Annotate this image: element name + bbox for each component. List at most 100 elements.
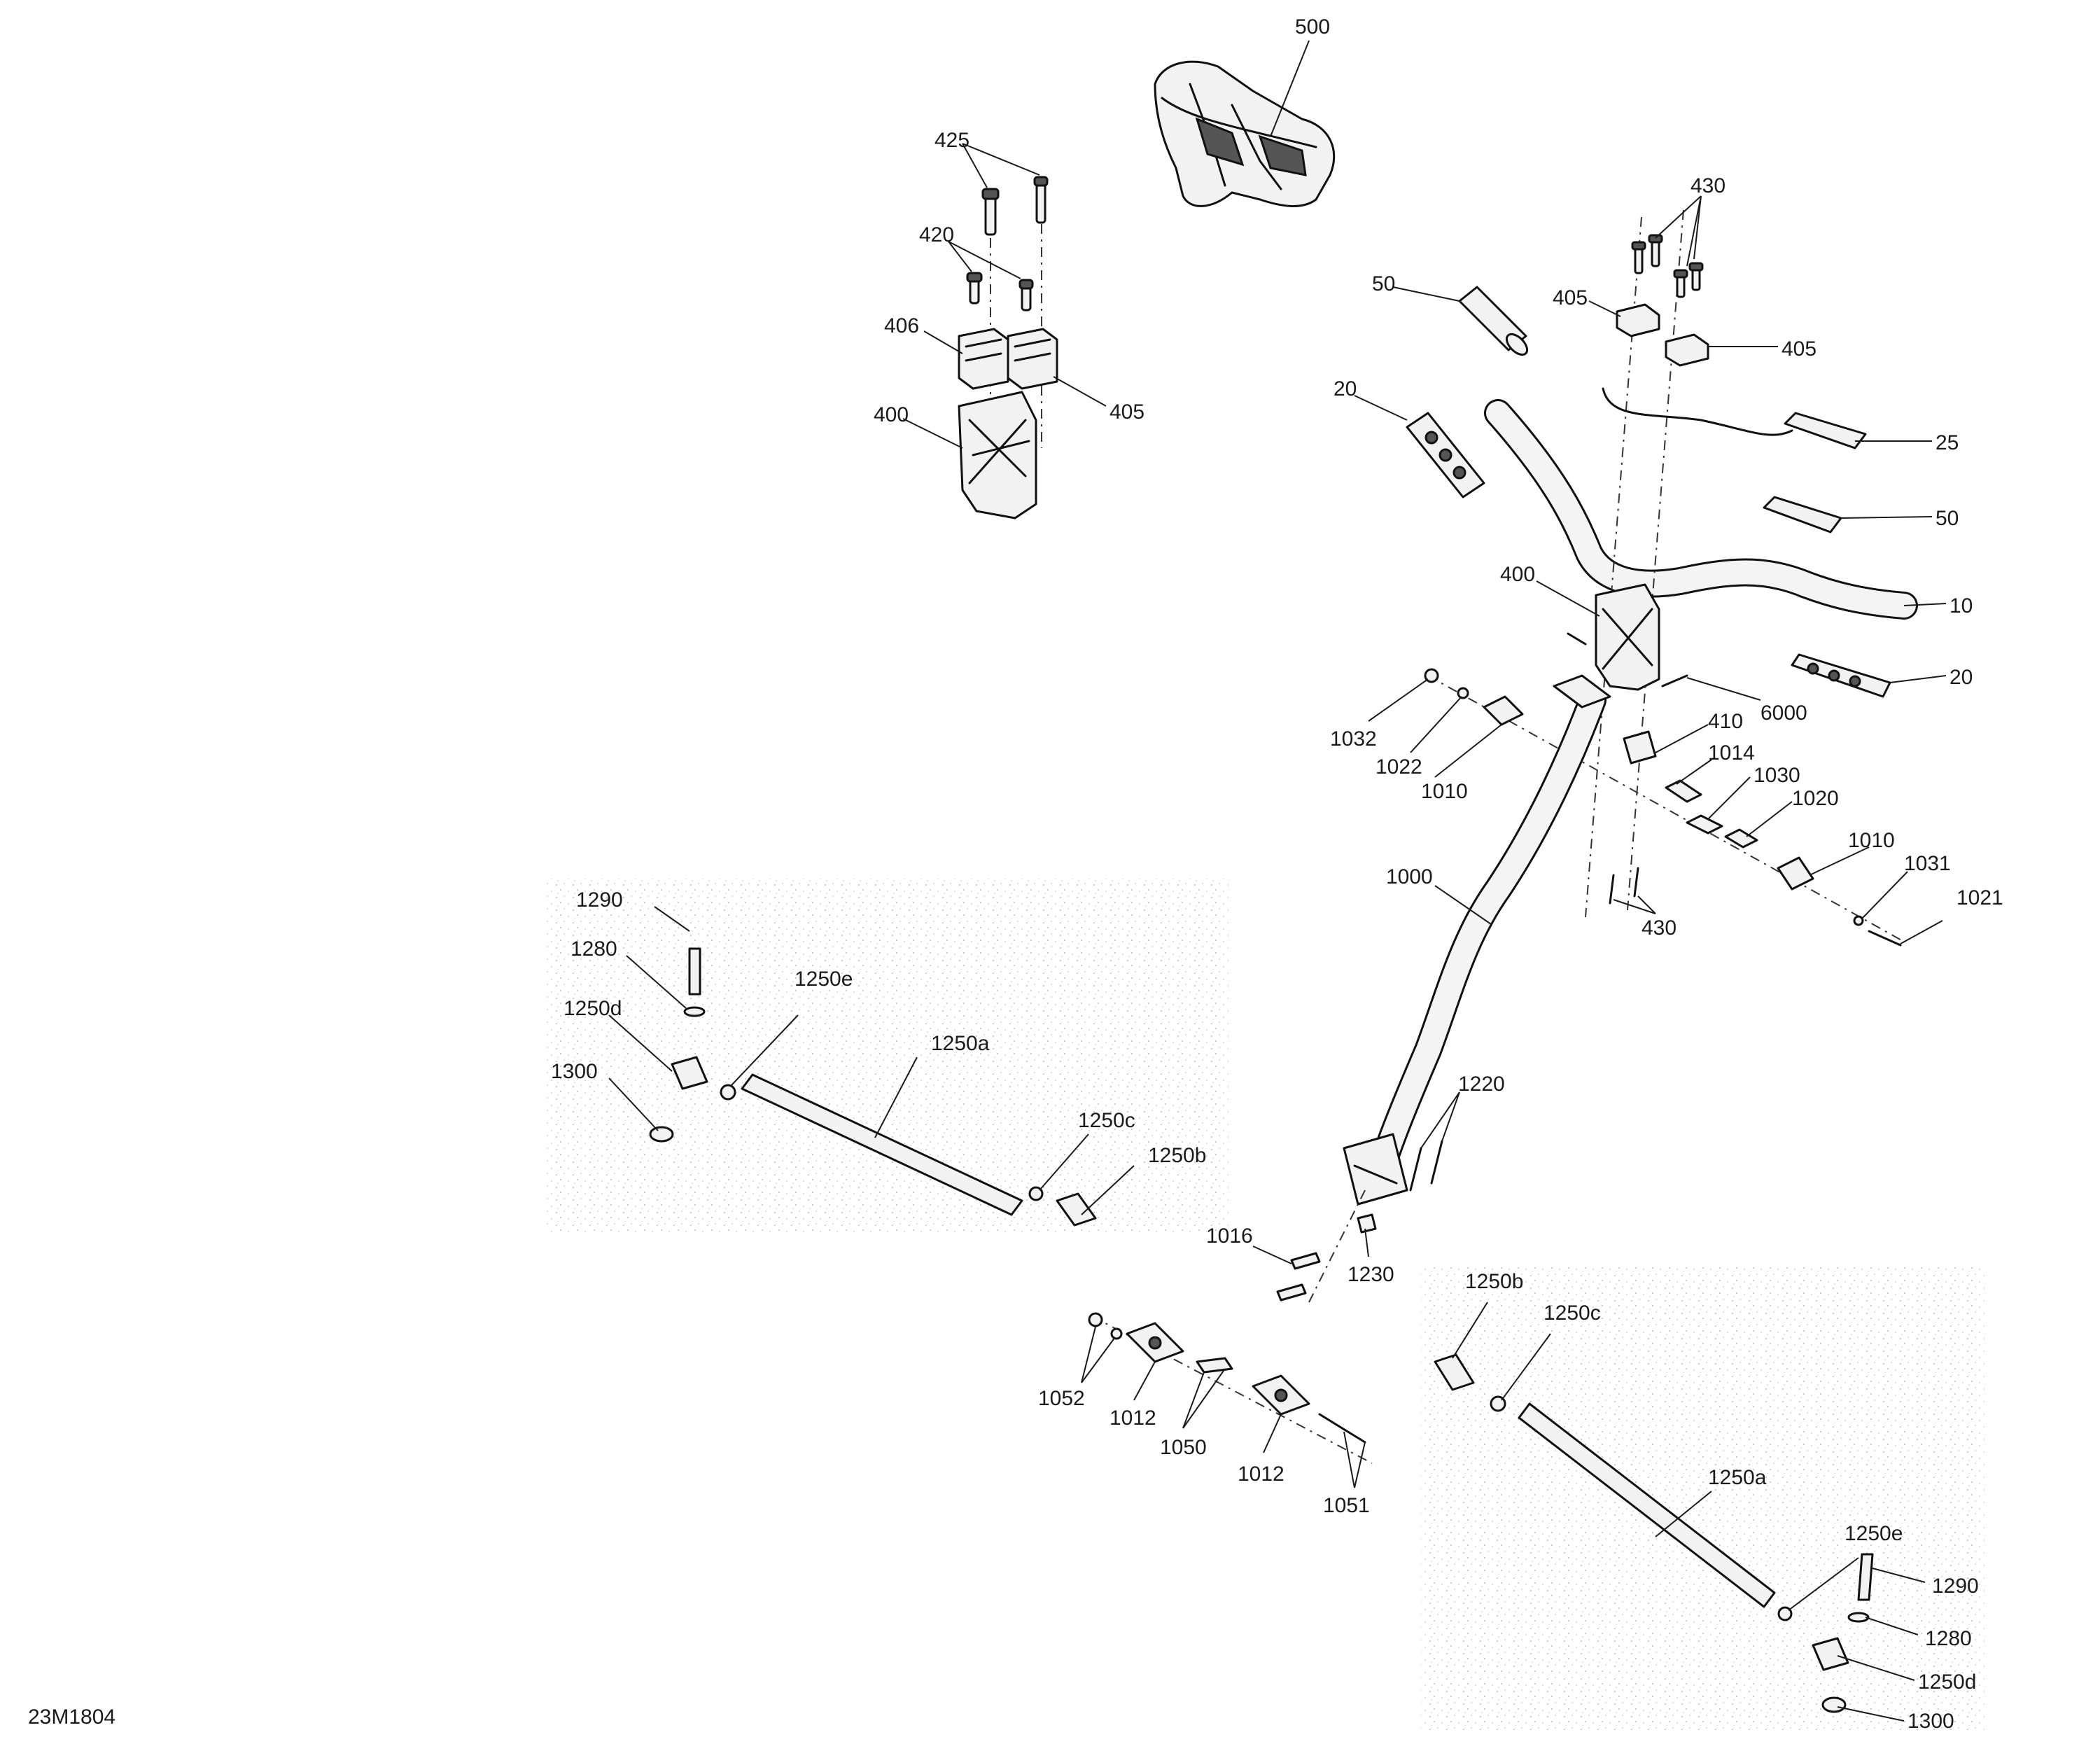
callout-425: 425 <box>934 129 969 152</box>
rod-end-1250b-right <box>1434 1353 1475 1391</box>
washer-1280-right <box>1847 1612 1870 1623</box>
screw-6000 <box>1661 674 1688 688</box>
callout-1250b-left: 1250b <box>1148 1144 1206 1167</box>
pin-1016-b <box>1276 1283 1307 1302</box>
callout-50-top: 50 <box>1372 272 1395 295</box>
callout-1012-right: 1012 <box>1238 1463 1284 1486</box>
bolt-1220-b <box>1430 1140 1443 1185</box>
callout-25: 25 <box>1935 431 1959 454</box>
callout-10: 10 <box>1949 594 1973 618</box>
callout-1250d-right: 1250d <box>1918 1670 1976 1694</box>
pin-1016-a <box>1290 1252 1321 1270</box>
grip-20-right <box>1791 653 1891 698</box>
callout-500: 500 <box>1295 15 1330 39</box>
callout-406: 406 <box>884 314 919 337</box>
callout-1280-left: 1280 <box>570 937 617 961</box>
bolt-430-top-3 <box>1673 269 1688 298</box>
callout-1250b-right: 1250b <box>1465 1270 1523 1293</box>
washer-1022 <box>1457 687 1469 699</box>
callout-405-mid: 405 <box>1553 286 1588 309</box>
tube-1250a-right <box>1518 1402 1776 1608</box>
block-410 <box>1623 730 1657 765</box>
leader-lines <box>608 40 1947 1722</box>
rod-end-1250d-left <box>671 1056 708 1090</box>
clamp-405-mid <box>1616 303 1660 337</box>
callout-1250a-left: 1250a <box>931 1032 990 1055</box>
bolt-1290-right <box>1857 1553 1874 1601</box>
callout-20-top: 20 <box>1334 377 1357 400</box>
callout-1000: 1000 <box>1386 865 1433 888</box>
bolt-425-right <box>1033 176 1049 224</box>
handlebar-10 <box>1484 399 1918 620</box>
washer-1280-left <box>683 1006 706 1017</box>
link-1012-left <box>1126 1322 1184 1363</box>
callout-410: 410 <box>1708 710 1743 733</box>
callout-420: 420 <box>919 223 954 246</box>
nut-1250e-left <box>720 1084 736 1101</box>
grip-25 <box>1784 412 1867 449</box>
callout-1010-left: 1010 <box>1421 780 1468 803</box>
callout-405-right: 405 <box>1782 337 1816 361</box>
tie-rod-right-assembly <box>1434 1353 1874 1713</box>
callout-20-right: 20 <box>1949 666 1973 689</box>
axis-right-c <box>1427 675 1905 942</box>
nut-1032 <box>1424 668 1439 683</box>
washer-1052-b <box>1110 1327 1123 1340</box>
callout-1032: 1032 <box>1330 727 1377 751</box>
bolt-1290-left <box>688 947 701 996</box>
callout-1250c-right: 1250c <box>1544 1302 1601 1325</box>
callout-1250e-left: 1250e <box>794 968 853 991</box>
callout-1051: 1051 <box>1323 1494 1370 1517</box>
clamp-405-left <box>1007 328 1058 390</box>
spacer-1020 <box>1724 828 1758 849</box>
callout-1014: 1014 <box>1708 741 1755 765</box>
bolt-430-top-4 <box>1688 262 1704 291</box>
bushing-1010-left <box>1483 695 1524 726</box>
bolt-430-top-2 <box>1648 234 1663 267</box>
callout-430-bottom: 430 <box>1642 916 1676 940</box>
callout-1010-right: 1010 <box>1848 829 1895 852</box>
callout-400-left: 400 <box>874 403 909 426</box>
nut-1230 <box>1357 1213 1377 1234</box>
callout-1290-right: 1290 <box>1932 1575 1979 1598</box>
rod-end-1250d-right <box>1812 1637 1849 1671</box>
callout-1031: 1031 <box>1904 852 1951 875</box>
inset-right-background <box>1421 1267 1984 1733</box>
callout-430-top: 430 <box>1690 174 1726 197</box>
callout-1250e-right: 1250e <box>1844 1522 1903 1545</box>
bolt-430-bottom-2 <box>1633 867 1639 898</box>
bolt-425-left <box>981 188 1000 236</box>
nut-1250e-right <box>1777 1606 1793 1621</box>
callout-6000: 6000 <box>1760 702 1807 725</box>
callout-1290-left: 1290 <box>576 888 623 912</box>
tube-1250a-left <box>741 1073 1023 1216</box>
axis-column-bottom <box>1308 1190 1366 1303</box>
bolt-430-bottom-1 <box>1609 874 1615 905</box>
nut-1250c-left <box>1028 1186 1044 1201</box>
grip-20-top <box>1406 412 1485 498</box>
steering-column-1000 <box>1343 674 1611 1206</box>
callout-1030: 1030 <box>1754 764 1800 787</box>
axis-right-b <box>1627 209 1684 911</box>
callout-1052: 1052 <box>1038 1387 1085 1410</box>
callout-1300-left: 1300 <box>551 1060 598 1083</box>
callout-405-left: 405 <box>1110 400 1144 424</box>
heater-cable <box>1602 387 1793 436</box>
document-number: 23M1804 <box>28 1705 115 1729</box>
grip-50-right <box>1763 496 1842 533</box>
callout-1016: 1016 <box>1206 1225 1253 1248</box>
callout-1230: 1230 <box>1348 1263 1394 1286</box>
pin-1014 <box>1665 779 1702 803</box>
rod-1050 <box>1196 1357 1233 1374</box>
bolt-430-top-1 <box>1631 241 1646 274</box>
nut-1300-left <box>649 1126 674 1143</box>
callout-labels: 500 425 420 406 405 400 430 50 405 405 2… <box>551 15 2003 1733</box>
bolt-420-right <box>1018 279 1034 312</box>
callout-1250a-right: 1250a <box>1708 1466 1767 1489</box>
rod-end-1250b-left <box>1056 1192 1097 1227</box>
riser-400-right <box>1595 583 1660 691</box>
callout-1280-right: 1280 <box>1925 1627 1972 1650</box>
callout-1021: 1021 <box>1956 886 2003 909</box>
screw-6000-b <box>1567 632 1587 646</box>
